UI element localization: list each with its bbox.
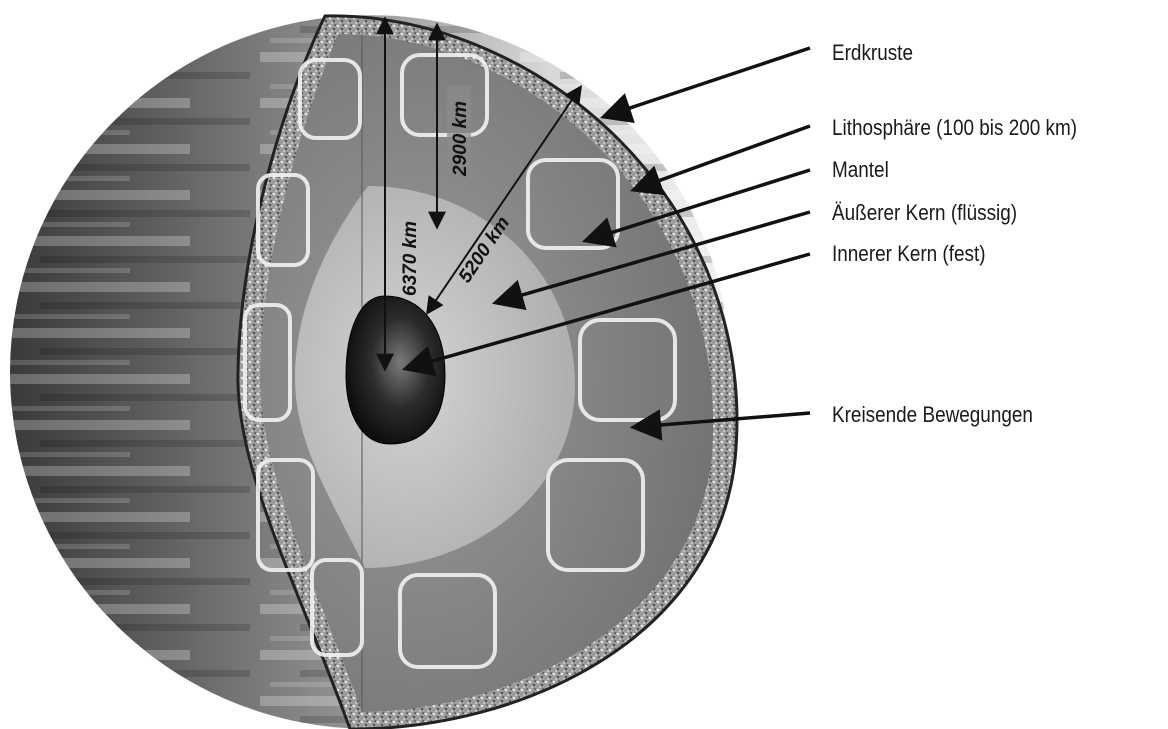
label-convection: Kreisende Bewegungen [832,402,1033,428]
earth-radius-label: 6370 km [400,221,421,296]
label-mantle: Mantel [832,157,889,183]
label-crust: Erdkruste [832,40,913,66]
mantle-depth-label: 2900 km [450,101,471,177]
label-lithosphere: Lithosphäre (100 bis 200 km) [832,115,1077,141]
label-inner-core: Innerer Kern (fest) [832,241,986,267]
leader-crust [606,48,810,116]
label-outer-core: Äußerer Kern (flüssig) [832,200,1017,226]
